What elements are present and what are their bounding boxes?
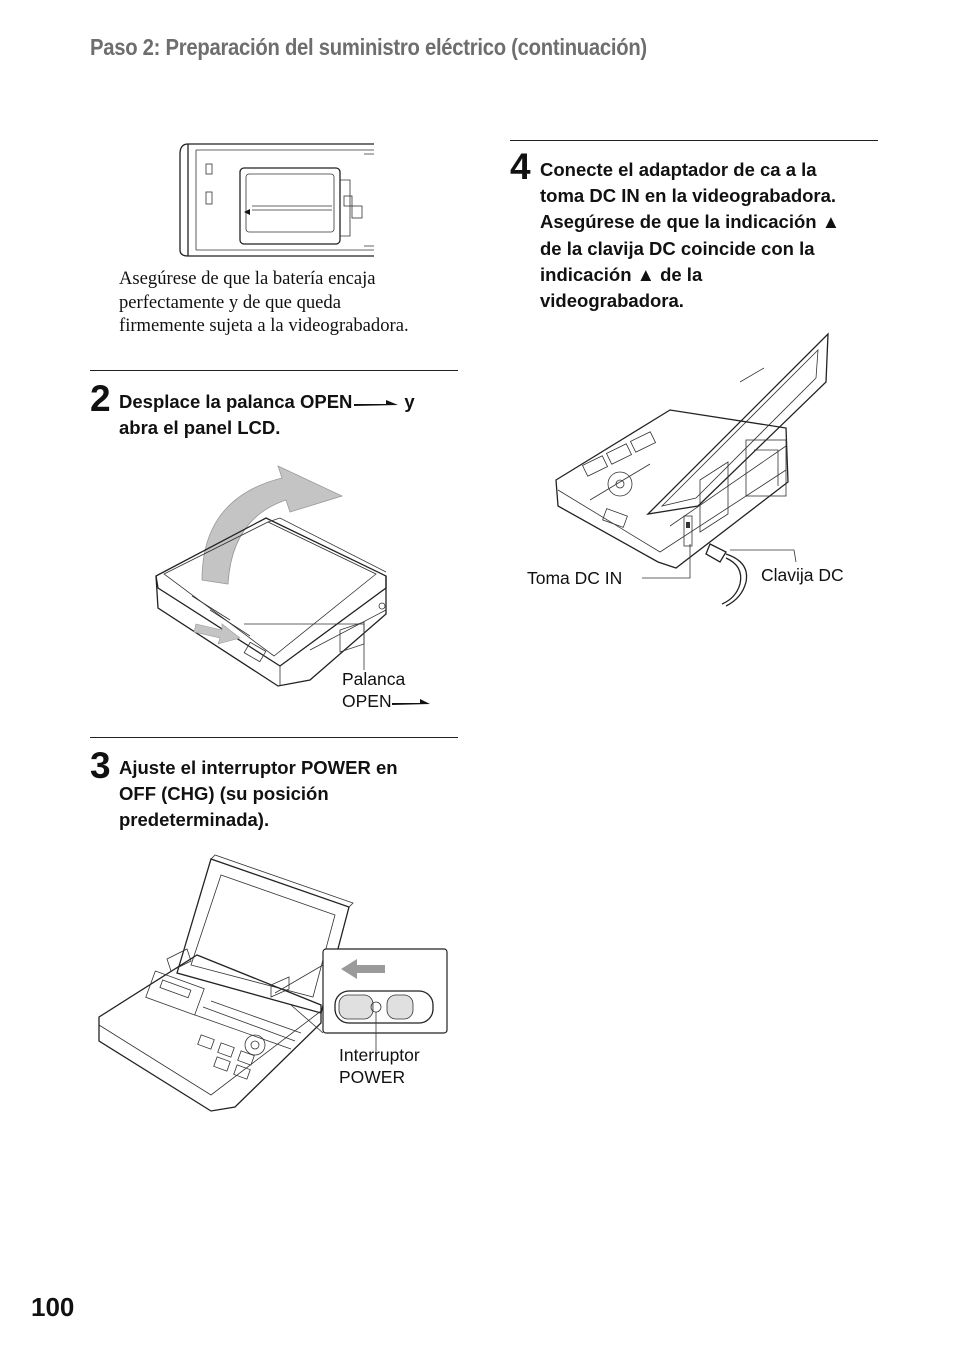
right-arrow-icon: [391, 699, 430, 706]
step-line: Ajuste el interruptor POWER en: [119, 757, 398, 778]
power-switch-label: Interruptor POWER: [339, 1044, 420, 1088]
page-number: 100: [31, 1292, 75, 1322]
label-line: Interruptor: [339, 1045, 420, 1065]
battery-note-line: Asegúrese de que la batería encaja: [119, 268, 376, 289]
open-lcd-illustration: [155, 465, 387, 687]
step-instruction: Desplace la palanca OPEN y abra el panel …: [119, 389, 459, 441]
divider: [90, 737, 458, 738]
divider: [510, 140, 878, 141]
battery-note-line: firmemente sujeta a la videograbadora.: [119, 315, 409, 337]
step-line: Conecte el adaptador de ca a la: [540, 159, 817, 180]
step-line: de la clavija DC coincide con la: [540, 237, 815, 259]
divider: [90, 370, 458, 371]
open-lever-label: Palanca OPEN: [342, 668, 430, 712]
step-line: toma DC IN en la videograbadora.: [540, 185, 837, 207]
power-switch-illustration: [98, 854, 448, 1112]
step-line: Desplace la palanca OPEN: [119, 391, 353, 412]
step-line: abra el panel LCD.: [119, 417, 281, 439]
step-line: videograbadora.: [540, 290, 684, 312]
label-line: OPEN: [342, 691, 392, 711]
dc-plug-label: Clavija DC: [761, 565, 844, 585]
step-line: indicación ▲ de la: [540, 263, 703, 285]
step-line: y: [404, 391, 415, 412]
step-line: predeterminada).: [119, 809, 270, 831]
step-instruction: Ajuste el interruptor POWER en OFF (CHG)…: [119, 755, 459, 834]
dc-in-label: Toma DC IN: [527, 568, 623, 588]
label-line: POWER: [339, 1067, 406, 1087]
battery-note-line: perfectamente y de que queda: [119, 291, 341, 313]
step-line: OFF (CHG) (su posición: [119, 783, 329, 805]
step-number: 3: [90, 745, 111, 786]
battery-illustration: [179, 143, 374, 257]
step-instruction: Conecte el adaptador de ca a la toma DC …: [540, 157, 885, 314]
label-line: Palanca: [342, 669, 406, 689]
right-arrow-icon: [354, 400, 399, 407]
battery-note: Asegúrese de que la batería encaja perfe…: [119, 267, 459, 338]
dc-connection-illustration: [555, 332, 829, 607]
page-header: Paso 2: Preparación del suministro eléct…: [90, 34, 647, 60]
step-number: 2: [90, 378, 111, 419]
step-line: Asegúrese de que la indicación ▲: [540, 211, 841, 233]
step-number: 4: [510, 146, 531, 187]
